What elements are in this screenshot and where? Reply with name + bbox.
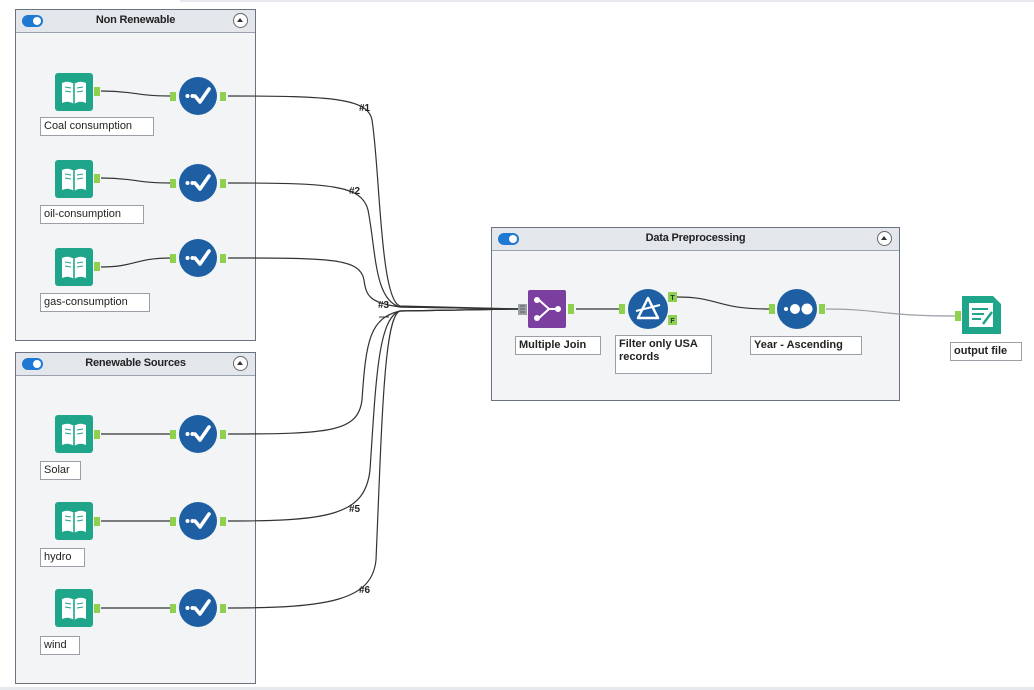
select-tool-icon[interactable] — [170, 238, 226, 278]
input-tool-icon-oil[interactable] — [54, 159, 100, 199]
input-tool-icon-solar[interactable] — [54, 414, 100, 454]
container-header: Data Preprocessing — [492, 228, 899, 251]
filter-false-anchor-label: F — [670, 318, 675, 325]
collapse-icon[interactable] — [233, 356, 248, 371]
tool-label-hydro[interactable]: hydro — [40, 548, 85, 567]
top-border — [180, 0, 1034, 2]
tool-label-sort[interactable]: Year - Ascending — [750, 336, 862, 355]
tool-label-filter[interactable]: Filter only USA records — [615, 335, 712, 374]
input-tool-icon-wind[interactable] — [54, 588, 100, 628]
select-tool-icon[interactable] — [170, 76, 226, 116]
connection-label: #3 — [378, 300, 390, 311]
select-tool-icon[interactable] — [170, 163, 226, 203]
join-connections — [227, 95, 520, 609]
filter-icon[interactable]: T F — [619, 289, 677, 329]
container-header: Non Renewable — [16, 10, 255, 33]
output-file-icon[interactable] — [955, 296, 1001, 334]
connection-label: #6 — [359, 585, 371, 596]
container-toggle[interactable] — [22, 358, 43, 370]
collapse-icon[interactable] — [233, 13, 248, 28]
container-title: Non Renewable — [95, 14, 176, 26]
filter-true-anchor[interactable] — [668, 292, 677, 302]
container-header: Renewable Sources — [16, 353, 255, 376]
filter-true-anchor-label: T — [670, 295, 675, 302]
tool-label-coal[interactable]: Coal consumption — [40, 117, 154, 136]
input-tool-icon-hydro[interactable] — [54, 501, 100, 541]
select-tool-icon[interactable] — [170, 588, 226, 628]
inner-connections — [100, 90, 172, 609]
container-title: Data Preprocessing — [645, 232, 746, 244]
preprocessing-connections — [576, 296, 771, 310]
connection-label: #5 — [349, 504, 361, 515]
tool-label-output[interactable]: output file — [950, 342, 1022, 361]
input-tool-icon-gas[interactable] — [54, 247, 100, 287]
container-toggle[interactable] — [498, 233, 519, 245]
container-toggle[interactable] — [22, 15, 43, 27]
bottom-border — [0, 687, 1034, 690]
output-connection — [825, 308, 957, 317]
tool-label-wind[interactable]: wind — [40, 636, 80, 655]
container-title: Renewable Sources — [85, 357, 186, 369]
tool-label-multiple-join[interactable]: Multiple Join — [515, 336, 601, 355]
connection-label: #2 — [349, 186, 361, 197]
connection-label: #1 — [359, 103, 371, 114]
input-tool-icon-coal[interactable] — [54, 72, 100, 112]
multiple-join-icon[interactable] — [518, 290, 574, 328]
filter-false-anchor[interactable] — [668, 315, 677, 325]
select-tool-icon[interactable] — [170, 501, 226, 541]
sort-icon[interactable] — [769, 289, 825, 329]
tool-label-solar[interactable]: Solar — [40, 461, 81, 480]
collapse-icon[interactable] — [877, 231, 892, 246]
tool-label-oil[interactable]: oil-consumption — [40, 205, 144, 224]
select-tool-icon[interactable] — [170, 414, 226, 454]
tool-label-gas[interactable]: gas-consumption — [40, 293, 150, 312]
